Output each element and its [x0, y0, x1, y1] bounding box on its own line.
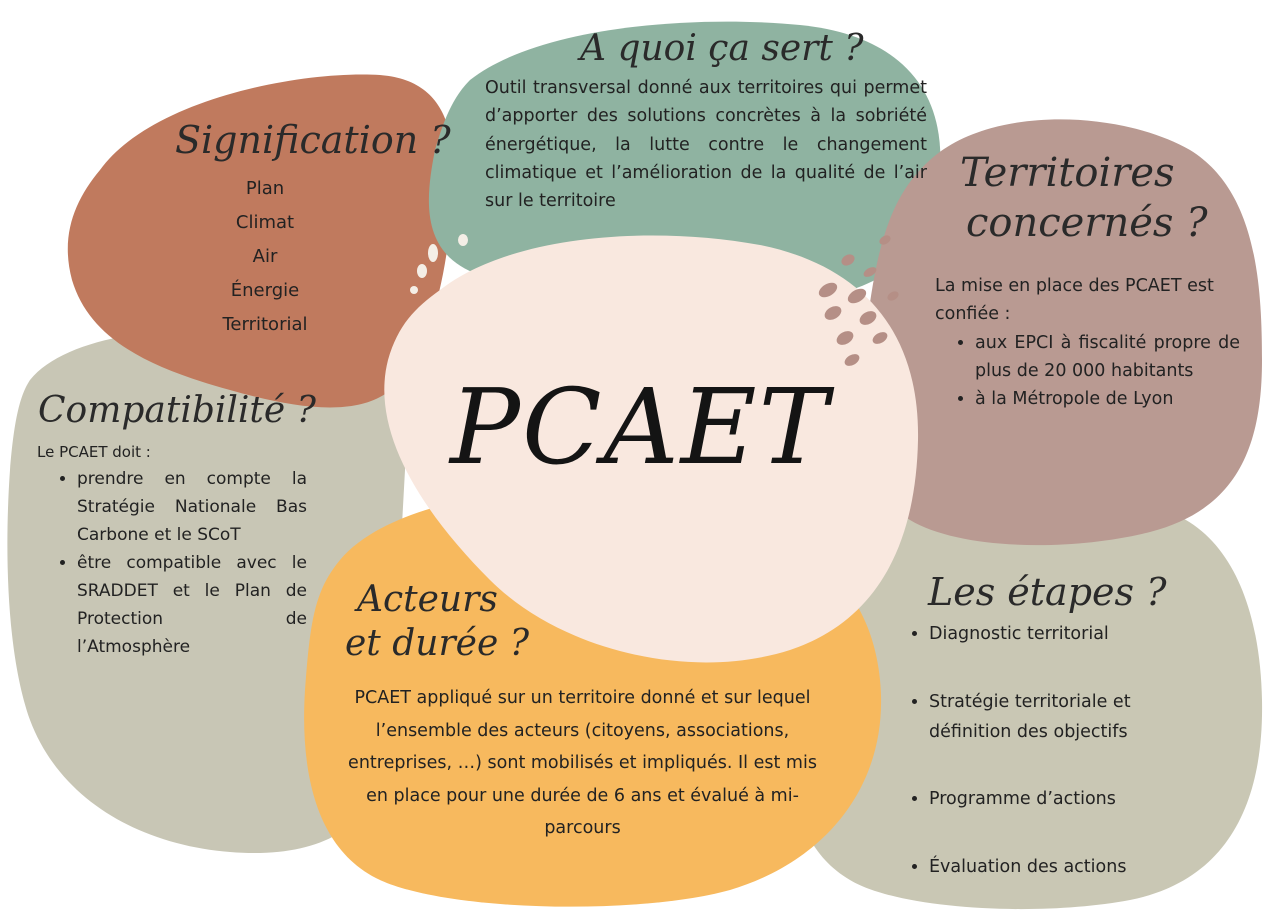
a-quoi-text: Outil transversal donné aux territoires … — [485, 78, 927, 212]
acteurs-title-line1: Acteurs — [357, 579, 498, 620]
territoires-title: Territoires concernés ? — [960, 148, 1208, 248]
territoires-title-line1: Territoires — [960, 150, 1175, 196]
signification-item: Climat — [235, 212, 295, 233]
acteurs-text: PCAET appliqué sur un territoire donné e… — [348, 688, 817, 839]
acteurs-title: Acteurs et durée ? — [345, 578, 529, 666]
territoires-body: La mise en place des PCAET est confiée :… — [935, 272, 1240, 414]
compatibilite-intro: Le PCAET doit : — [37, 443, 151, 461]
signification-item: Plan — [245, 178, 285, 199]
etapes-item: Programme d’actions — [929, 785, 1195, 815]
compatibilite-body: Le PCAET doit : prendre en compte la Str… — [37, 440, 307, 661]
signification-item: Air — [252, 246, 278, 267]
territoires-item: aux EPCI à fiscalité propre de plus de 2… — [975, 329, 1240, 386]
center-title: PCAET — [450, 366, 830, 488]
decorative-dots-left — [410, 234, 468, 294]
blob-etapes — [762, 499, 1263, 910]
etapes-item: Évaluation des actions — [929, 853, 1195, 883]
blob-signification — [67, 74, 454, 408]
etapes-item: Stratégie territoriale et définition des… — [929, 688, 1195, 748]
decorative-dots-right — [818, 235, 899, 366]
etapes-body: Diagnostic territorial Stratégie territo… — [905, 620, 1195, 919]
signification-title: Signification ? — [175, 118, 451, 162]
blob-a-quoi — [428, 21, 941, 304]
etapes-item: Diagnostic territorial — [929, 620, 1195, 650]
signification-item: Territorial — [222, 314, 308, 335]
blob-territoires — [860, 119, 1262, 546]
blob-center — [384, 235, 919, 663]
signification-list: Plan Climat Air Énergie Territorial — [200, 172, 330, 342]
territoires-item: à la Métropole de Lyon — [975, 385, 1240, 413]
territoires-title-line2: concernés ? — [966, 200, 1208, 246]
etapes-title: Les étapes ? — [928, 570, 1167, 614]
compatibilite-item: prendre en compte la Stratégie Nationale… — [77, 465, 307, 549]
signification-item: Énergie — [230, 280, 300, 301]
a-quoi-title: A quoi ça sert ? — [580, 28, 864, 69]
compatibilite-title: Compatibilité ? — [38, 390, 316, 431]
territoires-intro: La mise en place des PCAET est confiée : — [935, 276, 1214, 325]
compatibilite-item: être compatible avec le SRADDET et le Pl… — [77, 549, 307, 661]
acteurs-title-line2: et durée ? — [345, 623, 530, 664]
